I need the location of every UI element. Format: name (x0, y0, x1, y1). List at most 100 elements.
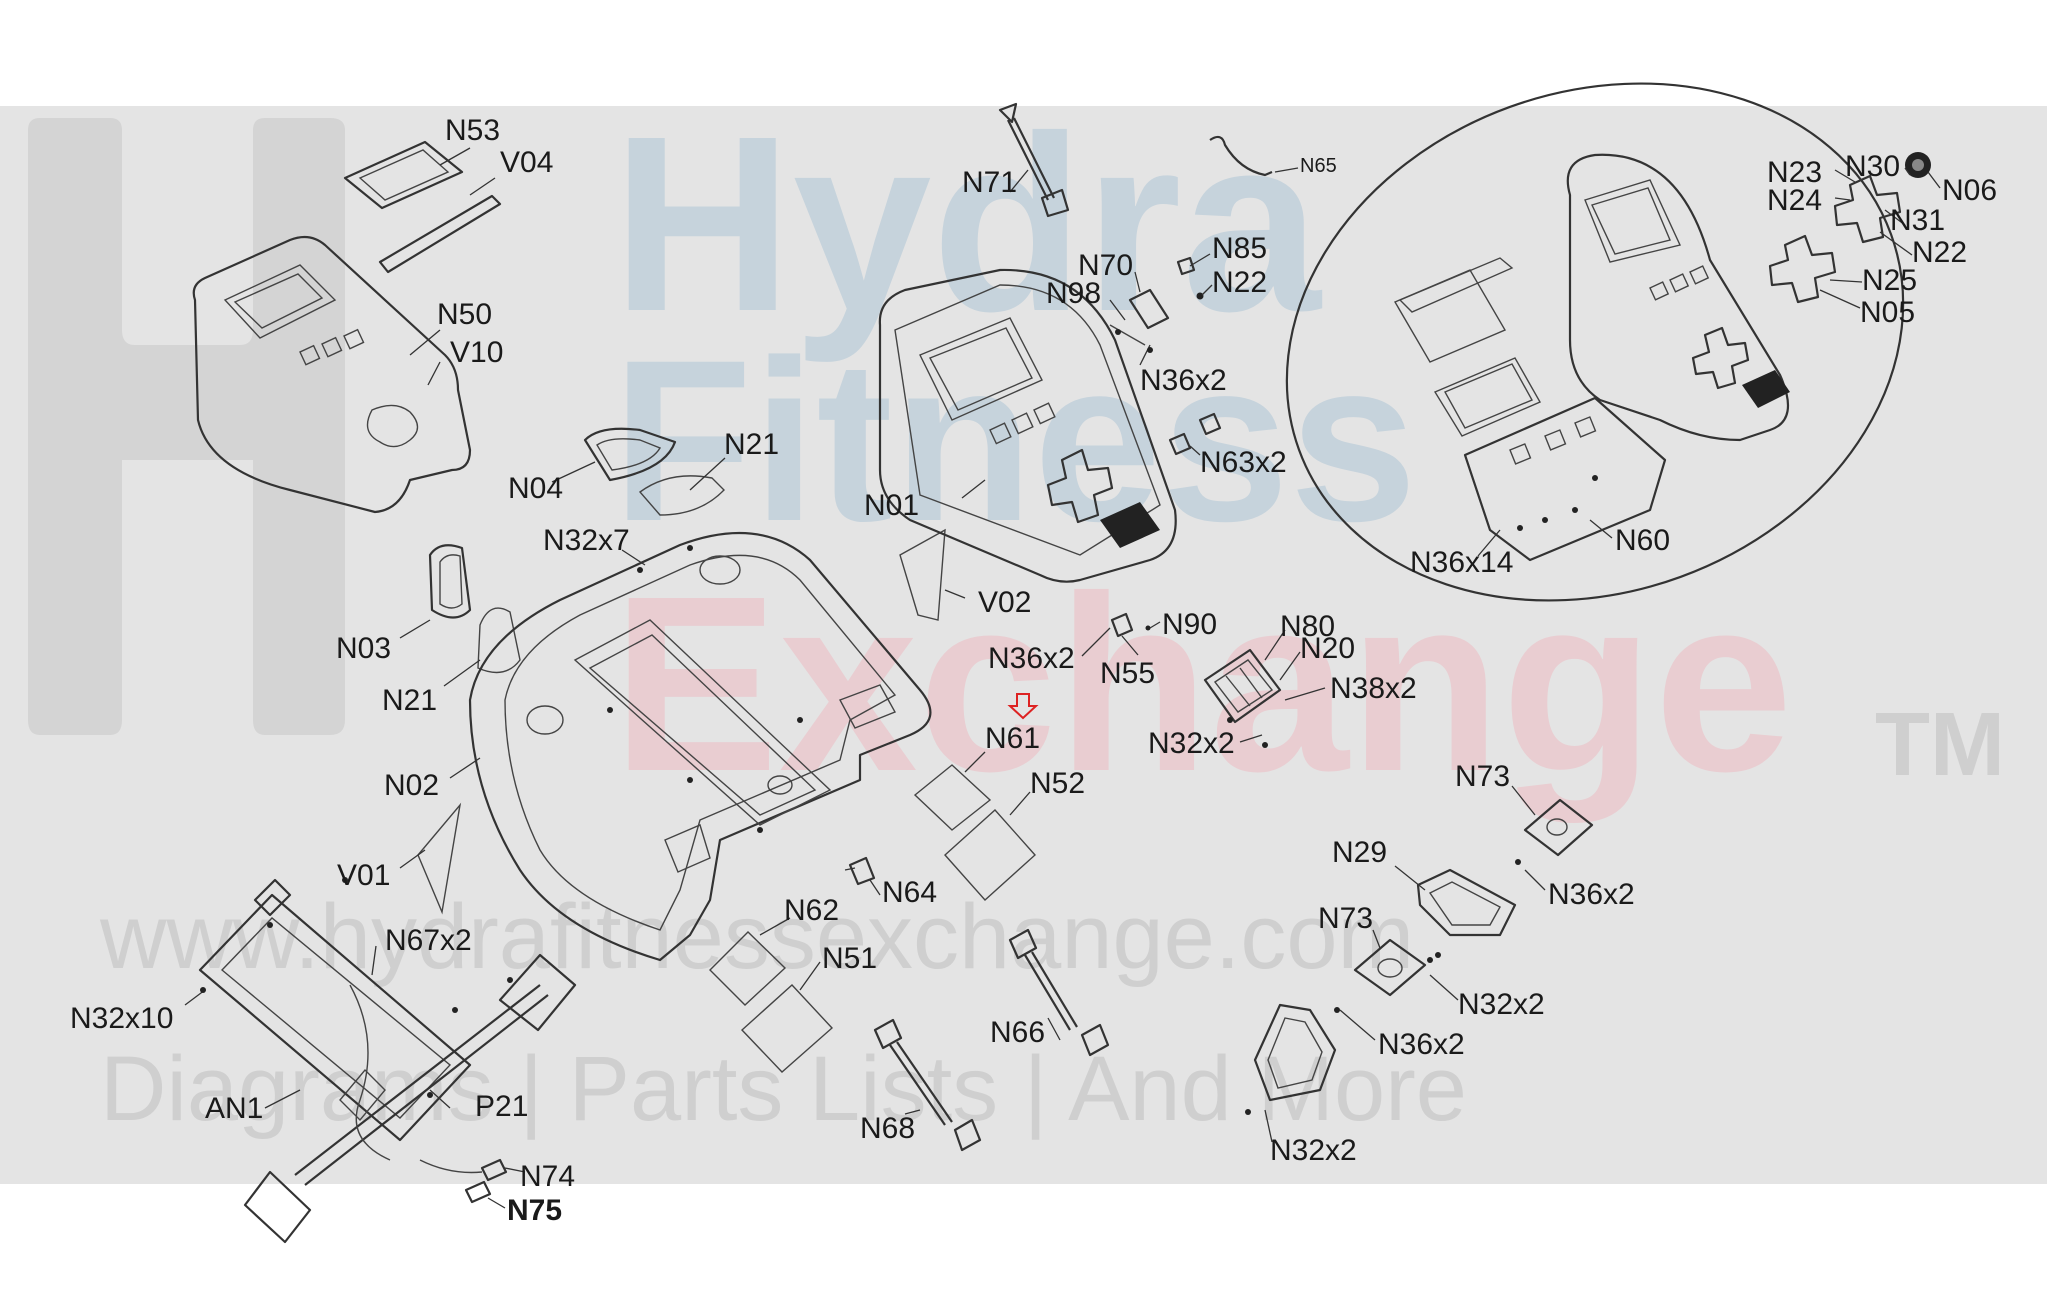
part-n25-keypad (1833, 174, 1902, 244)
part-n63-clip-a (1168, 432, 1192, 456)
label-an1: AN1 (205, 1092, 263, 1125)
leader-lines (184, 147, 1941, 1209)
part-v02-decal (899, 528, 946, 621)
part-n63-clip-b (1198, 412, 1222, 436)
label-n38x2: N38x2 (1330, 672, 1417, 705)
label-n66: N66 (990, 1016, 1045, 1049)
part-n73-sensor-upper (1523, 798, 1594, 857)
label-n65: N65 (1300, 155, 1337, 177)
part-n21-lens-lower (477, 607, 521, 674)
label-n21-upper: N21 (724, 428, 779, 461)
watermark-trademark: TM (1875, 695, 2005, 795)
label-v10: V10 (450, 336, 503, 369)
label-n85: N85 (1212, 232, 1267, 265)
part-n74-n75-connectors (419, 1158, 508, 1204)
label-n75: N75 (507, 1194, 562, 1227)
label-n60: N60 (1615, 524, 1670, 557)
label-n53: N53 (445, 114, 500, 147)
part-lower-bracket (1253, 1003, 1337, 1102)
part-console-overlay (192, 235, 472, 514)
part-n98-bracket (1109, 324, 1146, 346)
inset-boards (1393, 257, 1667, 562)
label-n74: N74 (520, 1160, 575, 1193)
watermark-tagline: Diagrams | Parts Lists | And More (100, 1038, 1467, 1140)
part-n30-knob (1905, 152, 1931, 178)
label-n32x2-upper: N32x2 (1148, 727, 1235, 760)
label-n06: N06 (1942, 174, 1997, 207)
part-n71-cable (998, 102, 1070, 218)
label-n32x2-mid: N32x2 (1458, 988, 1545, 1021)
part-n22-screw (1196, 292, 1204, 300)
label-n61: N61 (985, 722, 1040, 755)
part-n52-pad (944, 809, 1036, 901)
part-n55-block (1110, 612, 1134, 638)
part-labels: N53 V04 N50 V10 N04 N21 N32x7 N03 N21 N0… (70, 114, 1997, 1227)
label-n90: N90 (1162, 608, 1217, 641)
label-n36x2-right: N36x2 (1548, 878, 1635, 911)
label-n24: N24 (1767, 184, 1822, 217)
label-n02: N02 (384, 769, 439, 802)
part-n02-housing (468, 531, 932, 962)
part-n01-console (878, 268, 1177, 583)
label-v01: V01 (337, 859, 390, 892)
label-v02: V02 (978, 586, 1031, 619)
part-v01-decal (417, 802, 462, 915)
label-n68: N68 (860, 1112, 915, 1145)
label-n55: N55 (1100, 657, 1155, 690)
label-n29: N29 (1332, 836, 1387, 869)
part-n65-wire (1209, 135, 1273, 177)
part-n66-harness (1008, 928, 1110, 1057)
label-n36x2-mid: N36x2 (988, 642, 1075, 675)
part-n85-clip (1176, 256, 1196, 276)
part-n68-harness (873, 1018, 982, 1152)
n61-arrow-icon (1007, 693, 1039, 720)
label-n31: N31 (1890, 204, 1945, 237)
label-n32x2-lower: N32x2 (1270, 1134, 1357, 1167)
part-an1-frame (198, 878, 577, 1244)
label-n04: N04 (508, 472, 563, 505)
label-p21: P21 (475, 1090, 528, 1123)
part-n05-keypad (1768, 234, 1837, 304)
label-n63x2: N63x2 (1200, 446, 1287, 479)
part-n90-screw (1145, 625, 1151, 631)
part-n61-pad (913, 764, 992, 831)
label-n71: N71 (962, 166, 1017, 199)
label-n73-lower: N73 (1318, 902, 1373, 935)
watermark-hydra: Hydra (612, 84, 1323, 363)
label-n22-upper: N22 (1212, 266, 1267, 299)
watermark-fitness: Fitness (612, 312, 1417, 569)
label-n03: N03 (336, 632, 391, 665)
watermark-url: www.hydrafitnessexchange.com (99, 886, 1414, 988)
part-n64-fastener (844, 856, 876, 886)
label-n67x2: N67x2 (385, 924, 472, 957)
label-n01: N01 (864, 489, 919, 522)
part-n70-board (1128, 288, 1170, 330)
label-n51: N51 (822, 942, 877, 975)
part-n53-window (343, 140, 464, 210)
label-n23: N23 (1767, 156, 1822, 189)
label-n05: N05 (1860, 296, 1915, 329)
label-n36x2-lower: N36x2 (1378, 1028, 1465, 1061)
label-n80: N80 (1280, 610, 1335, 643)
part-n21-lens-upper (638, 475, 725, 516)
part-n51-pad (740, 984, 834, 1073)
label-n32x10: N32x10 (70, 1002, 173, 1035)
label-n62: N62 (784, 894, 839, 927)
part-n29-bracket (1416, 868, 1517, 937)
label-n20: N20 (1300, 632, 1355, 665)
part-n04-window (583, 427, 677, 482)
label-n98: N98 (1046, 277, 1101, 310)
inset-alt-console (1566, 153, 1790, 442)
part-n62-pad (709, 931, 787, 1006)
label-n64: N64 (882, 876, 937, 909)
part-n80-board (1203, 648, 1282, 724)
label-n22-inset: N22 (1912, 236, 1967, 269)
label-n21-lower: N21 (382, 684, 437, 717)
part-n03-window (428, 544, 472, 619)
label-n50: N50 (437, 298, 492, 331)
label-n25: N25 (1862, 264, 1917, 297)
label-n30: N30 (1845, 150, 1900, 183)
